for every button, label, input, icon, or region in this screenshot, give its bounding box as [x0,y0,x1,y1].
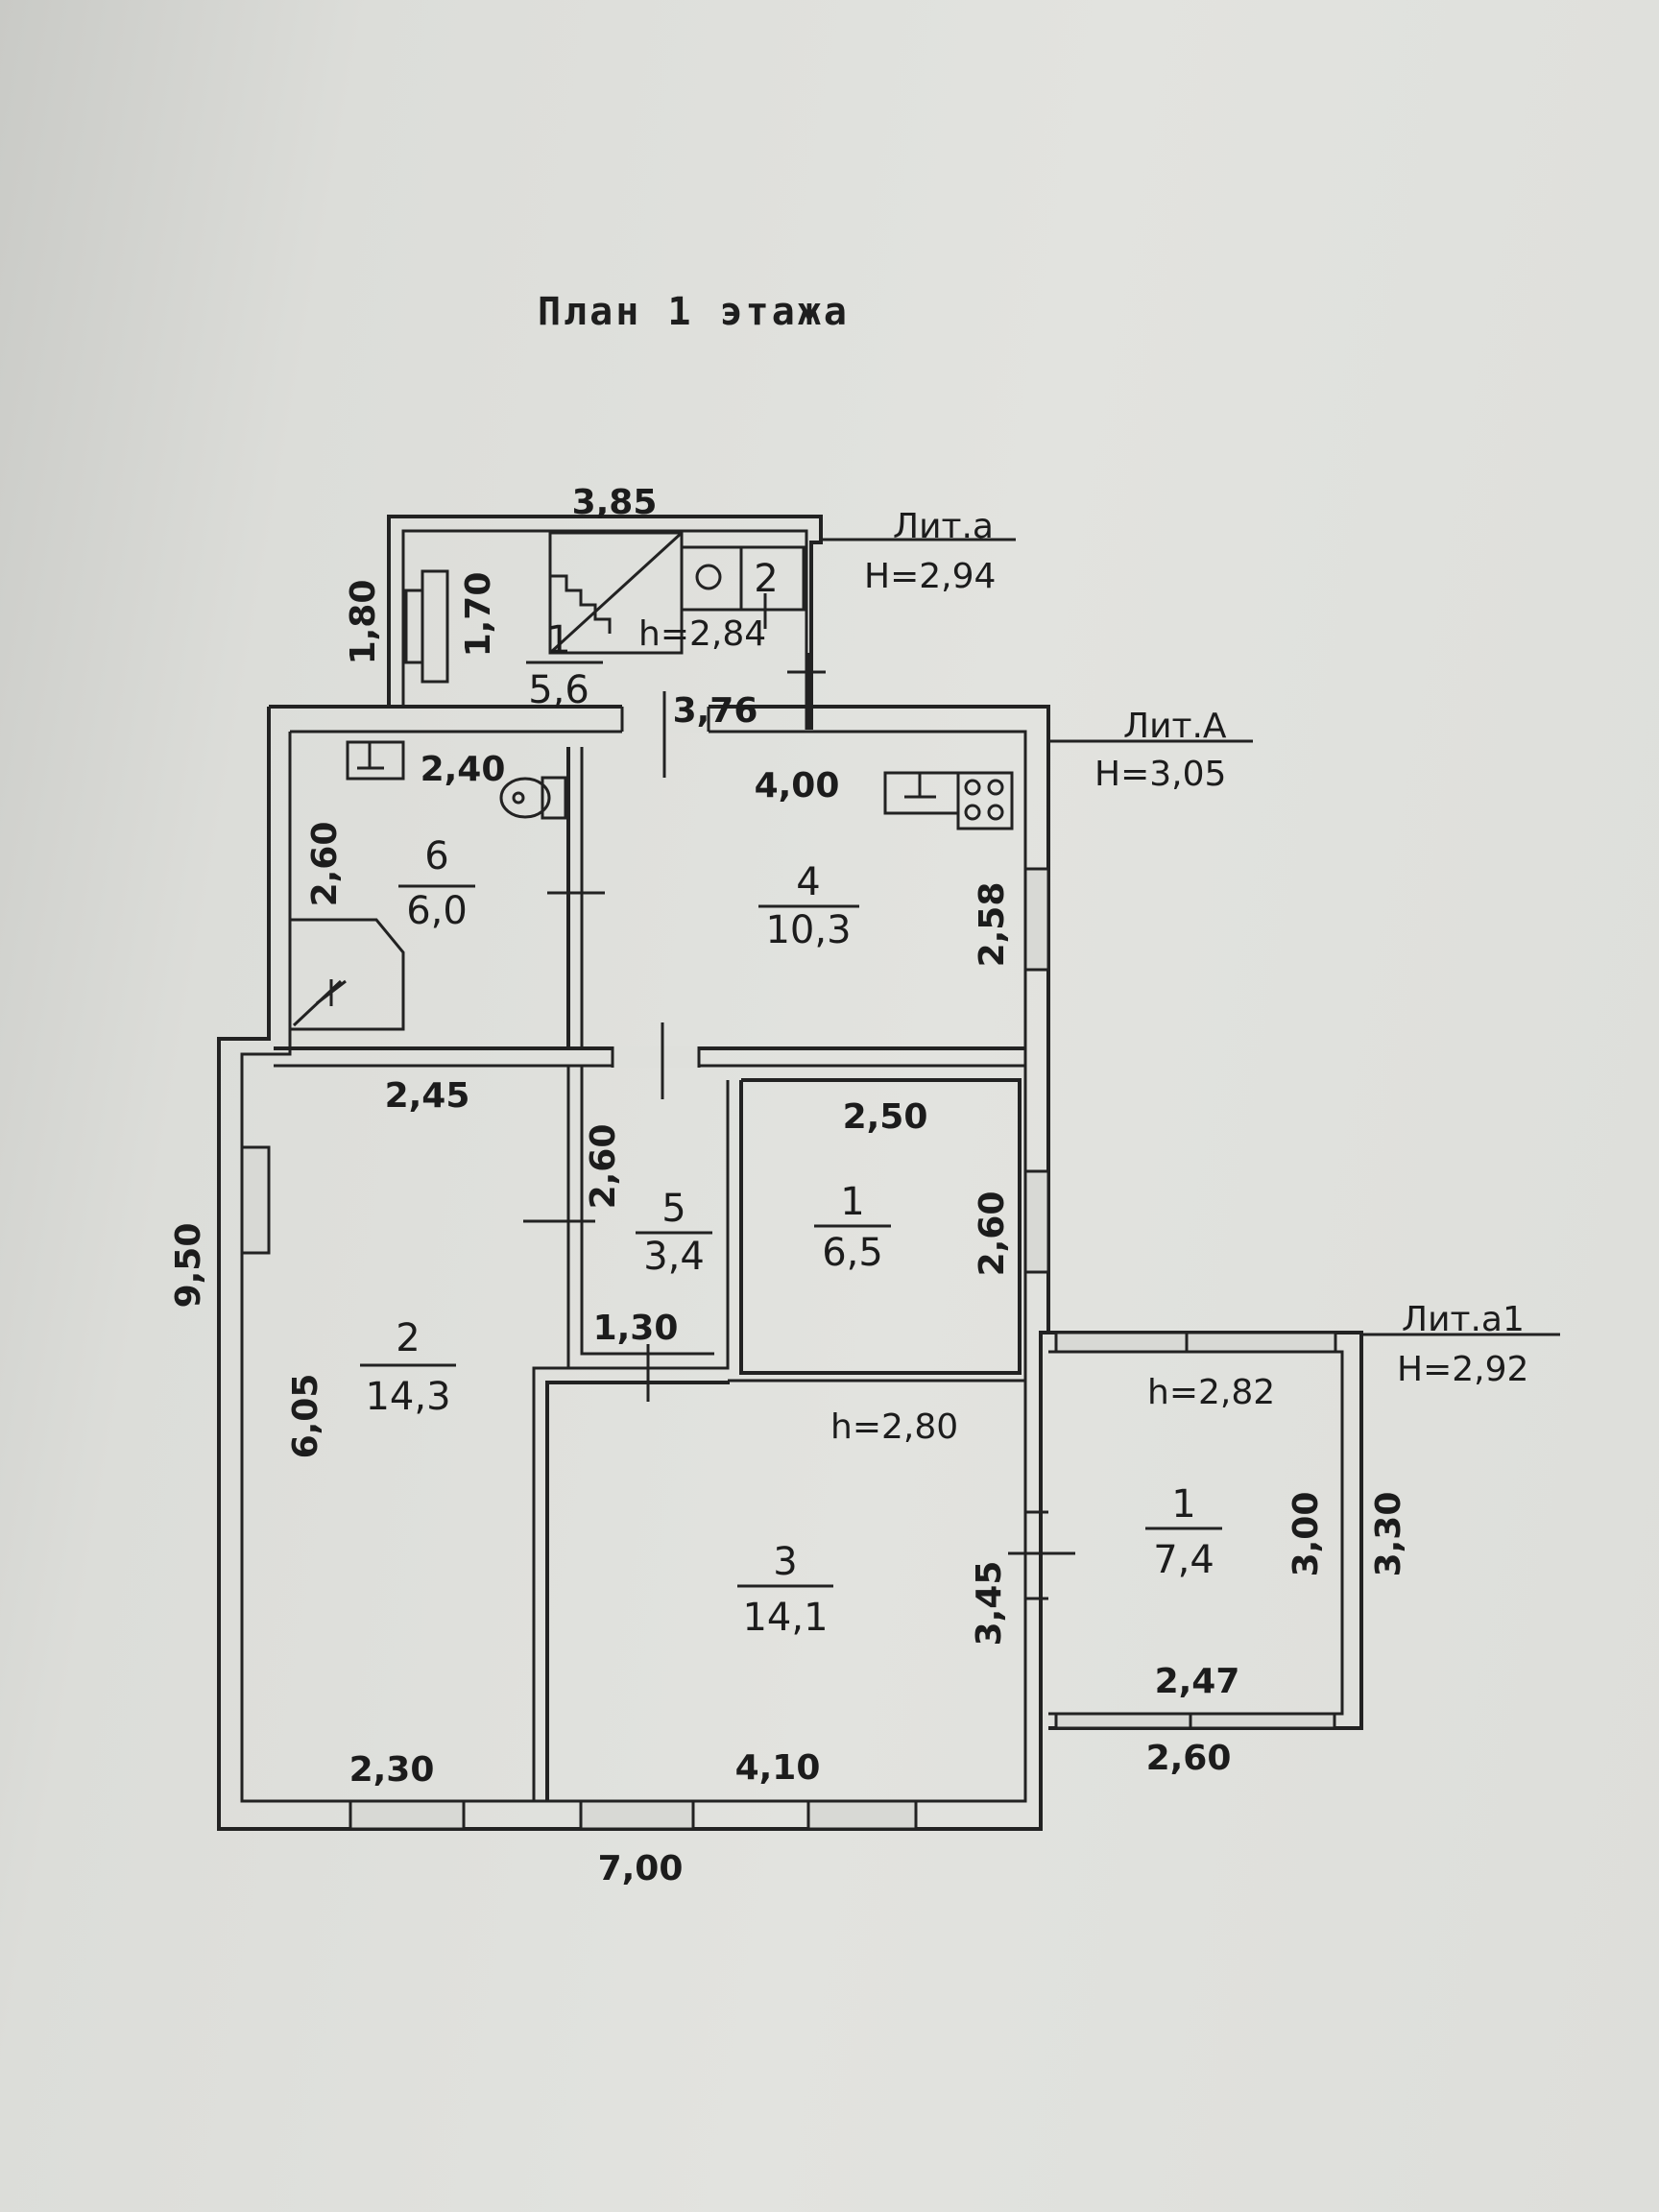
svg-text:5,6: 5,6 [528,668,589,712]
boiler-icon [695,564,722,590]
bench-icon [404,569,449,684]
dim-180: 1,80 [344,580,383,665]
dim-400: 4,00 [755,766,840,805]
dim-700: 7,00 [598,1849,684,1888]
dim-170: 1,70 [459,572,498,658]
svg-text:6,0: 6,0 [406,889,468,933]
window [1185,1331,1337,1354]
room-label: 1 6,5 [814,1180,891,1275]
svg-text:3: 3 [773,1540,797,1584]
plan-title: План 1 этажа [538,290,850,334]
dim-260-ext: 2,60 [1146,1739,1232,1778]
window [1054,1712,1192,1730]
liter-A-height: H=3,05 [1094,755,1226,794]
window [349,1799,466,1831]
dim-247: 2,47 [1155,1662,1240,1701]
svg-text:6,5: 6,5 [822,1231,883,1275]
dim-385: 3,85 [572,483,658,522]
window [1189,1712,1336,1730]
dim-230: 2,30 [349,1750,435,1790]
window [579,1799,695,1831]
liter-a1-name: Лит.а1 [1402,1300,1525,1339]
room-label: 1 5,6 [526,618,603,712]
room-label: 2 14,3 [360,1316,456,1419]
dim-950: 9,50 [169,1223,208,1309]
room-label: 6 6,0 [398,834,475,933]
main-house-lit-A [217,691,1253,1831]
stove-icon [956,771,1014,830]
dim-260-corridor: 2,60 [584,1124,623,1210]
dim-410: 4,10 [735,1748,821,1788]
svg-text:1: 1 [1171,1482,1195,1527]
room-label: 1 7,4 [1145,1482,1222,1582]
window [1023,867,1050,972]
dim-258: 2,58 [973,882,1012,968]
svg-text:1: 1 [546,618,570,662]
room-label: 3 14,1 [737,1540,833,1640]
ceiling-height-main: h=2,80 [830,1407,958,1447]
ceiling-height-annex-a: h=2,84 [638,614,766,654]
sink-icon [346,740,405,781]
svg-text:10,3: 10,3 [765,908,851,952]
svg-text:5: 5 [661,1187,685,1231]
svg-text:1: 1 [840,1180,864,1224]
dim-250: 2,50 [843,1097,928,1137]
dim-376: 3,76 [673,691,758,731]
dim-330: 3,30 [1369,1492,1408,1577]
liter-a-height: H=2,94 [864,557,996,596]
annex-lit-a: 2 [387,515,1016,730]
svg-text:3,4: 3,4 [643,1235,705,1279]
dim-260-room1: 2,60 [973,1191,1012,1277]
svg-text:2: 2 [396,1316,420,1360]
svg-text:6: 6 [424,834,448,878]
dim-300: 3,00 [1286,1492,1326,1577]
kitchen-sink-icon [883,771,960,815]
dim-260-bath: 2,60 [305,822,345,907]
window [1054,1331,1189,1354]
liter-a-name: Лит.а [893,507,994,546]
svg-text:14,1: 14,1 [742,1596,828,1640]
shower-icon [290,918,405,1031]
room-label: 5 3,4 [636,1187,712,1279]
annex-lit-a1 [1048,1331,1560,1730]
dim-245: 2,45 [385,1076,470,1116]
svg-text:14,3: 14,3 [365,1375,450,1419]
dim-130: 1,30 [593,1309,679,1348]
svg-text:4: 4 [796,860,820,904]
window [240,1145,271,1255]
svg-text:7,4: 7,4 [1153,1538,1214,1582]
window [1023,1169,1050,1274]
dim-605: 6,05 [286,1374,325,1459]
dim-345: 3,45 [970,1561,1009,1647]
liter-A-name: Лит.А [1123,707,1227,746]
window [806,1799,918,1831]
room-label: 4 10,3 [758,860,859,952]
liter-a1-height: H=2,92 [1397,1350,1528,1389]
dim-240: 2,40 [421,750,506,789]
ceiling-height-annex-a1: h=2,82 [1147,1373,1275,1412]
toilet-icon [499,776,567,820]
